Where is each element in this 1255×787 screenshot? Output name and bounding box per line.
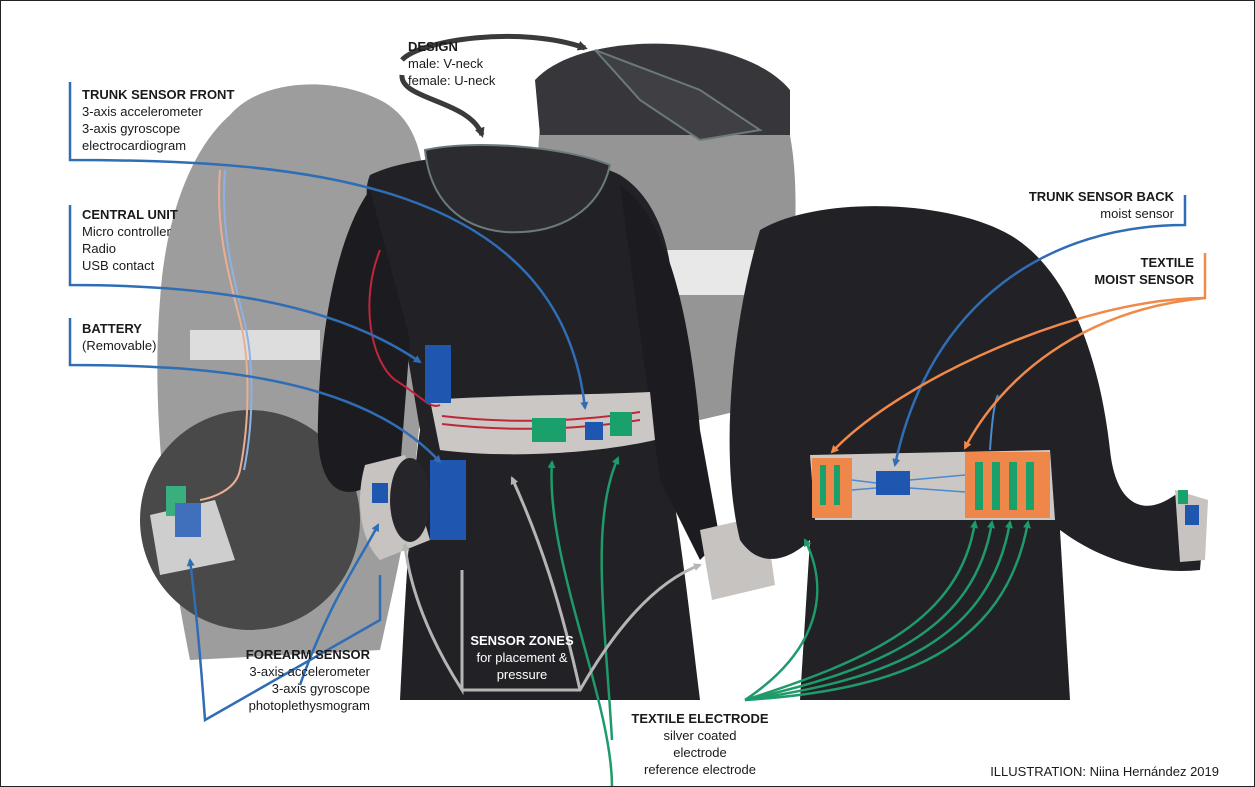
label-design: DESIGN male: V-neck female: U-neck bbox=[408, 38, 495, 89]
label-forearm-title: FOREARM SENSOR bbox=[170, 646, 370, 663]
label-trunk-front-title: TRUNK SENSOR FRONT bbox=[82, 86, 234, 103]
label-textile-moist-title: TEXTILE bbox=[1050, 254, 1194, 271]
label-sensor-zones-title: SENSOR ZONES bbox=[460, 632, 584, 649]
label-trunk-front-line-2: 3-axis gyroscope bbox=[82, 120, 234, 137]
label-trunk-front-line-3: electrocardiogram bbox=[82, 137, 234, 154]
label-central-unit-title: CENTRAL UNIT bbox=[82, 206, 178, 223]
label-forearm-line-2: 3-axis gyroscope bbox=[170, 680, 370, 697]
label-central-unit-line-3: USB contact bbox=[82, 257, 178, 274]
label-textile-electrode-line-2: electrode bbox=[620, 744, 780, 761]
label-textile-moist-sensor: TEXTILE MOIST SENSOR bbox=[1050, 254, 1194, 288]
label-central-unit-line-1: Micro controller bbox=[82, 223, 178, 240]
label-textile-moist-title-2: MOIST SENSOR bbox=[1050, 271, 1194, 288]
label-sensor-zones-line-2: pressure bbox=[460, 666, 584, 683]
label-battery-title: BATTERY bbox=[82, 320, 156, 337]
label-design-line-2: female: U-neck bbox=[408, 72, 495, 89]
label-trunk-back-title: TRUNK SENSOR BACK bbox=[980, 188, 1174, 205]
label-design-line-1: male: V-neck bbox=[408, 55, 495, 72]
label-sensor-zones-line-1: for placement & bbox=[460, 649, 584, 666]
label-forearm-sensor: FOREARM SENSOR 3-axis accelerometer 3-ax… bbox=[170, 646, 370, 714]
label-battery-line-1: (Removable) bbox=[82, 337, 156, 354]
label-trunk-sensor-back: TRUNK SENSOR BACK moist sensor bbox=[980, 188, 1174, 222]
label-forearm-line-1: 3-axis accelerometer bbox=[170, 663, 370, 680]
label-central-unit-line-2: Radio bbox=[82, 240, 178, 257]
label-design-title: DESIGN bbox=[408, 38, 495, 55]
label-textile-electrode-line-1: silver coated bbox=[620, 727, 780, 744]
label-trunk-front-line-1: 3-axis accelerometer bbox=[82, 103, 234, 120]
label-sensor-zones: SENSOR ZONES for placement & pressure bbox=[460, 632, 584, 683]
label-forearm-line-3: photoplethysmogram bbox=[170, 697, 370, 714]
label-textile-electrode-line-3: reference electrode bbox=[620, 761, 780, 778]
label-central-unit: CENTRAL UNIT Micro controller Radio USB … bbox=[82, 206, 178, 274]
illustration-credit: ILLUSTRATION: Niina Hernández 2019 bbox=[990, 764, 1219, 779]
label-trunk-sensor-front: TRUNK SENSOR FRONT 3-axis accelerometer … bbox=[82, 86, 234, 154]
label-battery: BATTERY (Removable) bbox=[82, 320, 156, 354]
label-trunk-back-line-1: moist sensor bbox=[980, 205, 1174, 222]
label-textile-electrode-title: TEXTILE ELECTRODE bbox=[620, 710, 780, 727]
label-textile-electrode: TEXTILE ELECTRODE silver coated electrod… bbox=[620, 710, 780, 778]
